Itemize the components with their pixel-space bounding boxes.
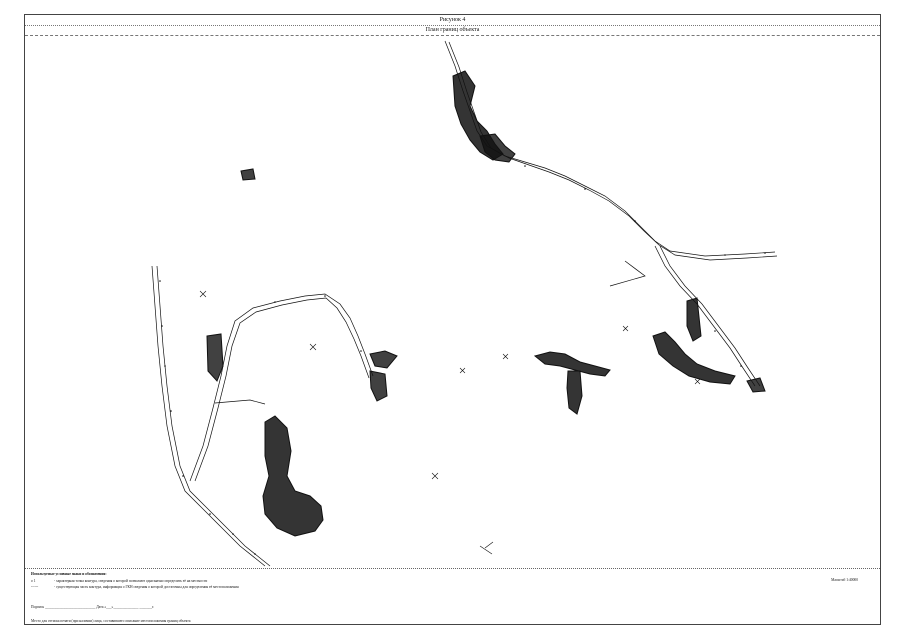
- sheet-header: Рисунок 4: [25, 15, 880, 26]
- scale-label: Масштаб 1:40000: [831, 578, 858, 582]
- legend-text-point: - характерная точка контура, сведения о …: [53, 579, 208, 583]
- parcel-cluster-southwest: [262, 415, 324, 537]
- legend-row-point: о 1 - характерная точка контура, сведени…: [31, 579, 207, 583]
- road-spur: [609, 260, 646, 287]
- road-corridor-ne-2: [448, 41, 778, 261]
- legend-symbol-point: о 1: [31, 579, 36, 583]
- signature-line: Подпись ____________________________ Дат…: [31, 605, 154, 609]
- parcel-cluster-mid: [369, 350, 398, 369]
- marker-8: [622, 325, 629, 332]
- road-branch-se-2: [659, 245, 761, 387]
- seal-note: Место для оттиска печати (при наличии) л…: [31, 619, 191, 623]
- marker-7: [479, 541, 494, 555]
- parcel-cluster-east: [652, 331, 736, 385]
- legend-row-line: ------ - существующая часть контура, инф…: [31, 585, 239, 589]
- drawing-sheet: Рисунок 4 План границ объекта: [24, 14, 881, 625]
- marker-1: [199, 290, 207, 298]
- marker-2: [309, 343, 317, 351]
- parcel-cluster-west: [206, 333, 224, 382]
- parcel-small-1: [240, 168, 256, 181]
- legend-panel: Используемые условные знаки и обозначени…: [25, 568, 880, 624]
- legend-symbol-line: ------: [31, 585, 39, 589]
- marker-6: [694, 378, 701, 385]
- road-branch-se: [654, 245, 756, 387]
- parcel-small-3: [746, 377, 766, 393]
- marker-5: [431, 472, 439, 480]
- parcel-cluster-central: [533, 351, 611, 377]
- marker-3: [459, 367, 466, 374]
- road-link-north-2: [194, 297, 370, 482]
- road-corridor-w-2: [156, 265, 271, 567]
- marker-4: [502, 353, 509, 360]
- legend-text-line: - существующая часть контура, информация…: [53, 585, 239, 589]
- road-link-south: [214, 399, 266, 405]
- road-link-north: [189, 293, 374, 482]
- legend-heading: Используемые условные знаки и обозначени…: [31, 572, 107, 576]
- road-corridor-w: [151, 265, 266, 567]
- parcel-cluster-mid-2: [369, 370, 388, 402]
- sheet-title: План границ объекта: [25, 25, 880, 36]
- boundary-map-canvas: [151, 40, 778, 567]
- parcel-cluster-central-2: [566, 370, 583, 415]
- boundary-map: [25, 36, 880, 568]
- parcel-cluster-north-2: [479, 133, 516, 163]
- parcel-small-2: [686, 297, 702, 342]
